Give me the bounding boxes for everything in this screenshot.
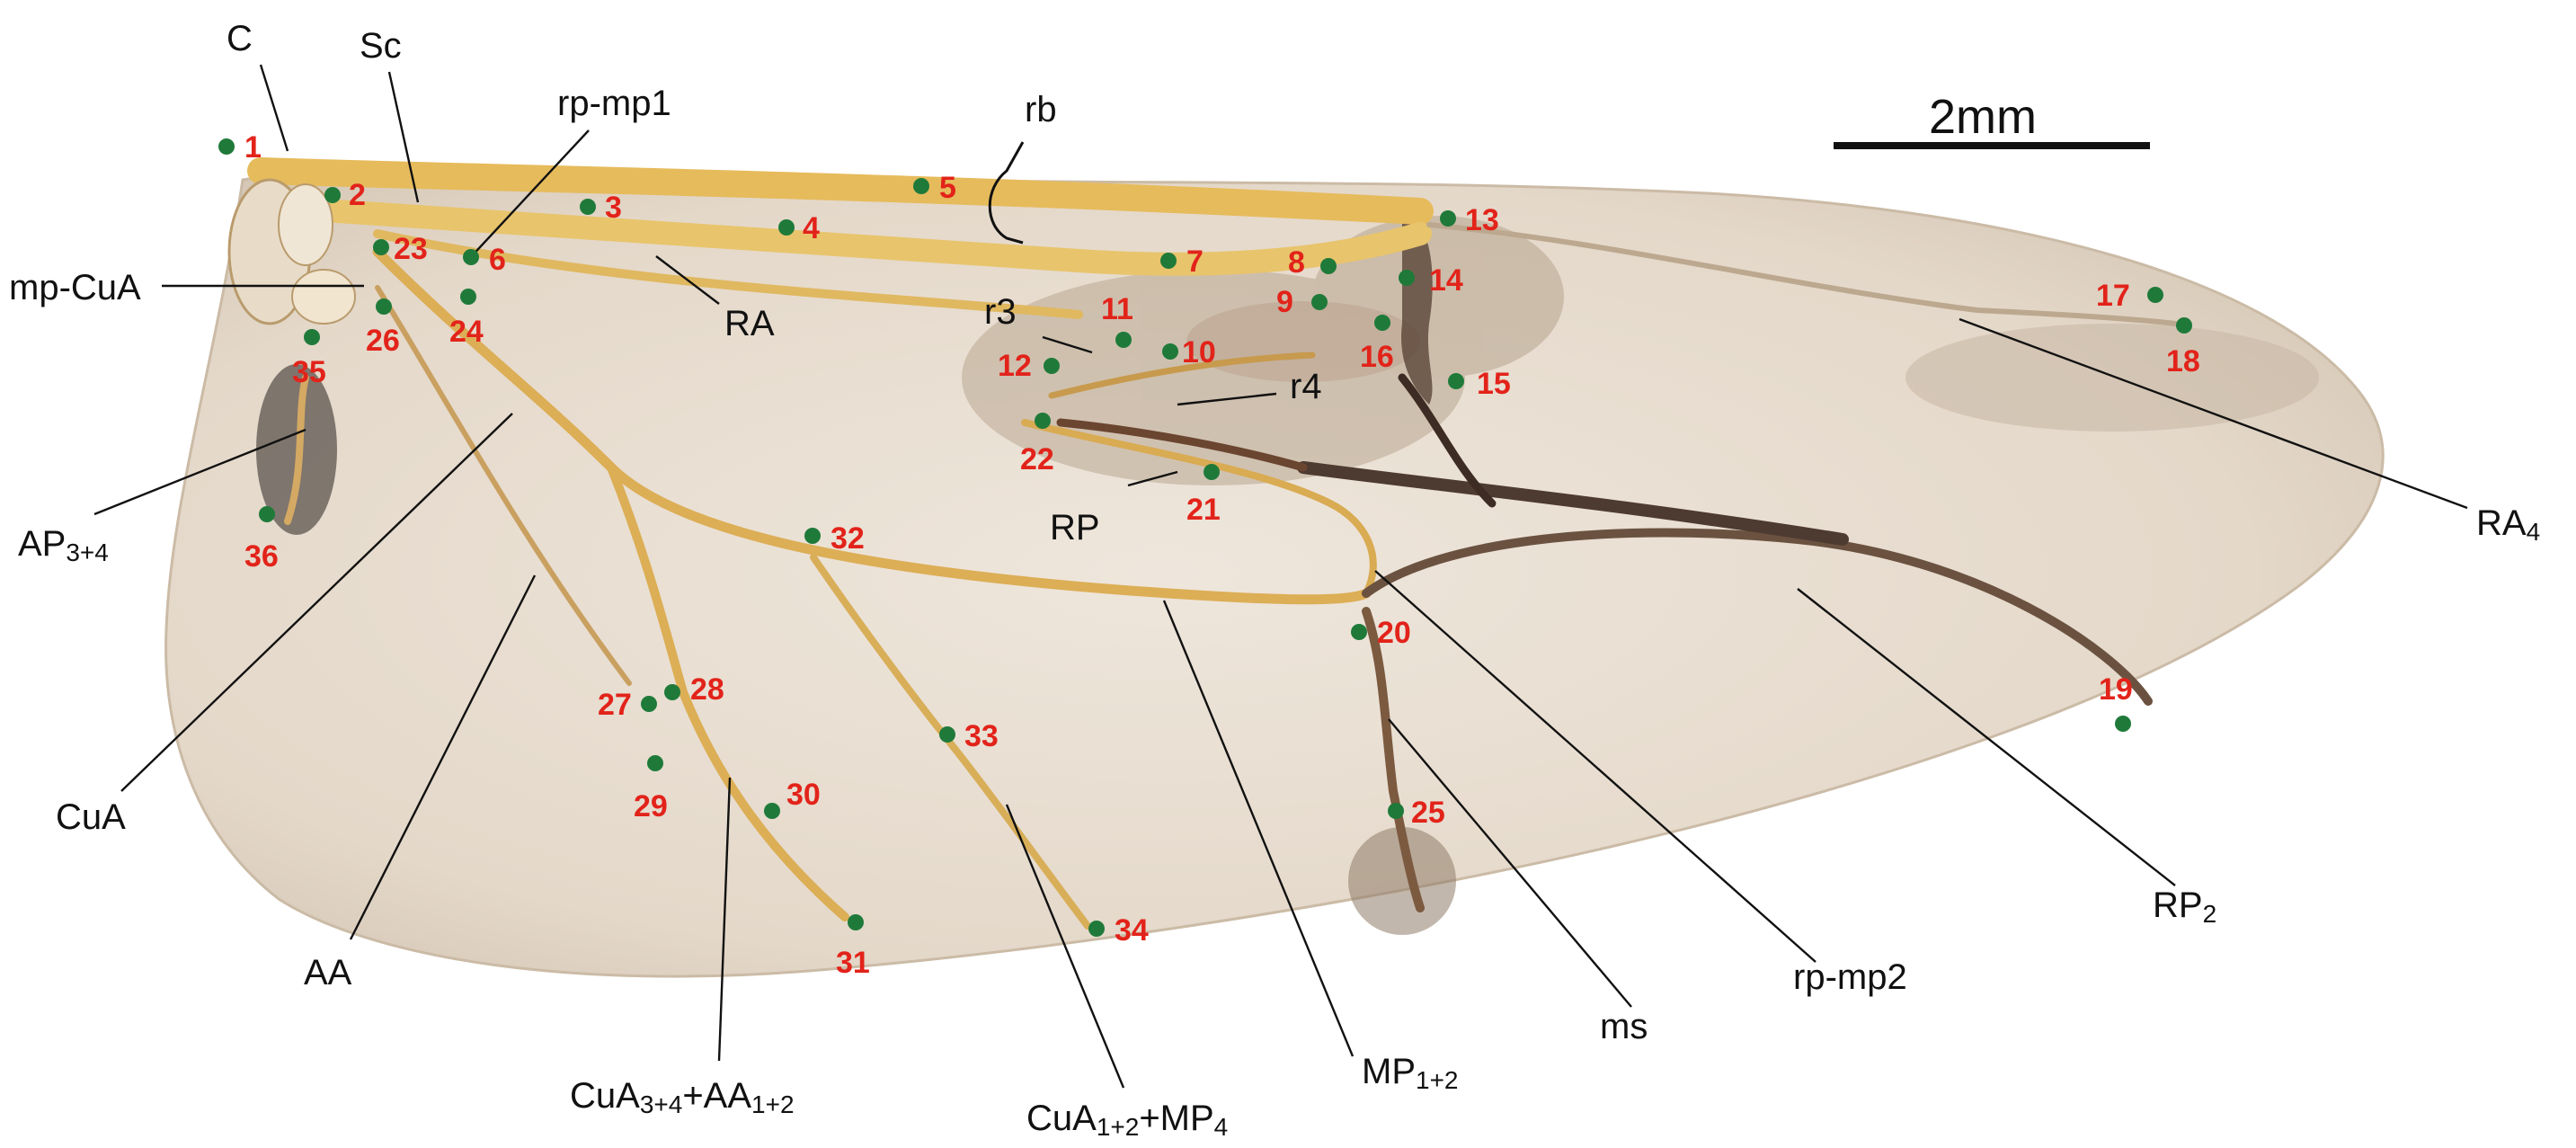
vein-labels: C Sc rp-mp1 rb mp-CuA RA r3 r4 RP AP3+4 … xyxy=(9,19,2540,1141)
label-ms: ms xyxy=(1600,1007,1648,1046)
label-r3: r3 xyxy=(984,292,1017,332)
label-AA: AA xyxy=(304,953,352,992)
label-MP12: MP1+2 xyxy=(1362,1052,1459,1094)
landmark-5: 5 xyxy=(939,171,956,205)
landmark-22: 22 xyxy=(1020,442,1054,476)
rb-bracket xyxy=(988,141,1025,245)
scale-bar: 2mm xyxy=(1834,90,2150,149)
landmark-dots xyxy=(218,138,2192,937)
landmark-13: 13 xyxy=(1465,203,1499,237)
landmark-12: 12 xyxy=(998,349,1032,383)
label-CuA12MP4: CuA1+2+MP4 xyxy=(1026,1099,1228,1141)
label-CuA34AA12: CuA3+4+AA1+2 xyxy=(570,1076,795,1118)
landmark-10: 10 xyxy=(1182,335,1216,369)
landmark-26: 26 xyxy=(366,324,400,358)
landmark-numbers: 1 2 3 4 5 6 7 8 9 10 11 12 13 14 15 16 1… xyxy=(244,130,2200,980)
pterostigma-shade xyxy=(1401,211,1433,405)
scale-bar-label: 2mm xyxy=(1929,90,2037,144)
landmark-19: 19 xyxy=(2099,672,2133,707)
landmark-29: 29 xyxy=(634,789,668,823)
landmark-6: 6 xyxy=(489,243,506,277)
label-RP: RP xyxy=(1050,508,1100,547)
landmark-35: 35 xyxy=(292,355,326,389)
landmark-16: 16 xyxy=(1360,340,1394,374)
landmark-11: 11 xyxy=(1101,292,1133,326)
landmark-18: 18 xyxy=(2166,344,2200,378)
label-AP34: AP3+4 xyxy=(18,524,109,566)
landmark-32: 32 xyxy=(831,521,865,556)
landmark-17: 17 xyxy=(2096,279,2130,313)
wing-base xyxy=(227,178,356,325)
landmark-33: 33 xyxy=(964,719,999,753)
label-mp-CuA: mp-CuA xyxy=(9,268,141,307)
landmark-30: 30 xyxy=(786,778,821,812)
wing-veins xyxy=(247,157,2178,930)
landmark-1: 1 xyxy=(244,130,262,165)
landmark-2: 2 xyxy=(349,178,366,212)
landmark-3: 3 xyxy=(605,191,622,225)
landmark-14: 14 xyxy=(1429,263,1463,298)
label-rp-mp1: rp-mp1 xyxy=(557,84,671,123)
label-r4: r4 xyxy=(1290,367,1322,406)
landmark-21: 21 xyxy=(1186,493,1221,527)
landmark-27: 27 xyxy=(598,688,632,722)
label-RA4: RA4 xyxy=(2476,503,2540,546)
landmark-20: 20 xyxy=(1377,616,1411,650)
landmark-9: 9 xyxy=(1276,285,1293,319)
landmark-7: 7 xyxy=(1186,245,1204,279)
landmark-8: 8 xyxy=(1288,245,1305,280)
label-rp-mp2: rp-mp2 xyxy=(1793,957,1907,997)
wing-shading xyxy=(256,216,2319,935)
label-RP2: RP2 xyxy=(2153,885,2216,928)
landmark-4: 4 xyxy=(803,211,820,245)
landmark-24: 24 xyxy=(449,315,484,349)
landmark-25: 25 xyxy=(1411,796,1445,830)
label-rb: rb xyxy=(1025,90,1057,129)
landmark-28: 28 xyxy=(690,672,724,707)
label-Sc: Sc xyxy=(360,26,402,66)
label-CuA: CuA xyxy=(56,797,126,837)
landmark-23: 23 xyxy=(394,232,428,266)
landmark-15: 15 xyxy=(1477,367,1511,401)
landmark-31: 31 xyxy=(836,946,870,980)
label-C: C xyxy=(227,19,253,58)
leader-lines xyxy=(93,64,2468,1089)
landmark-36: 36 xyxy=(244,539,279,574)
label-RA: RA xyxy=(724,304,775,343)
landmark-34: 34 xyxy=(1115,913,1149,948)
